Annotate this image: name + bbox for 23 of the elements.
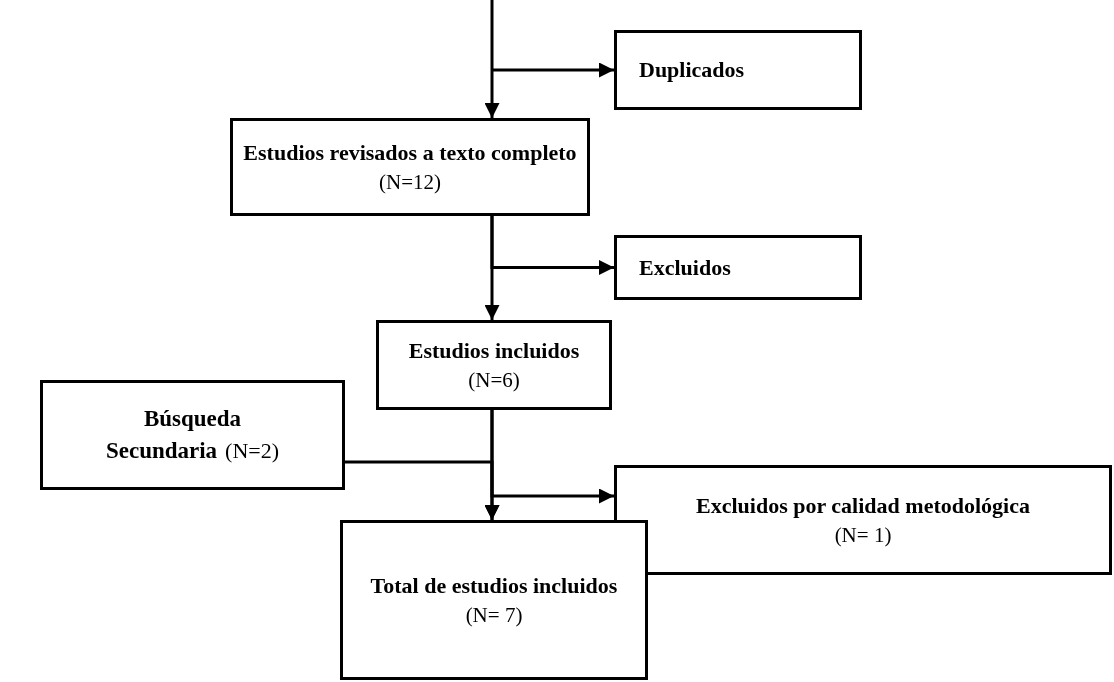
box-text: Búsqueda Secundaria (N=2) bbox=[104, 404, 281, 465]
box-title: Excluidos bbox=[639, 253, 731, 282]
box-title: Estudios revisados a texto completo bbox=[243, 139, 577, 167]
process-box bbox=[376, 320, 612, 410]
arrow bbox=[490, 216, 614, 275]
count-text: (N=6) bbox=[468, 366, 520, 394]
box-title: Estudios incluidos bbox=[408, 337, 580, 365]
process-box bbox=[340, 520, 648, 680]
process-box bbox=[40, 380, 345, 490]
count-text: (N=12) bbox=[379, 168, 441, 196]
box-title: Duplicados bbox=[639, 56, 745, 85]
process-box bbox=[614, 235, 862, 300]
box-title: Total de estudios incluidos bbox=[370, 572, 618, 600]
arrow bbox=[345, 460, 500, 520]
box-title: Excluidos por calidad metodológica bbox=[696, 492, 1030, 520]
process-box bbox=[230, 118, 590, 216]
count-text: (N= 7) bbox=[465, 601, 523, 629]
arrow bbox=[492, 62, 614, 78]
count-text: (N= 1) bbox=[834, 521, 892, 549]
arrow bbox=[490, 410, 614, 504]
process-box bbox=[614, 30, 862, 110]
arrow bbox=[484, 0, 500, 118]
process-box bbox=[614, 465, 1112, 575]
